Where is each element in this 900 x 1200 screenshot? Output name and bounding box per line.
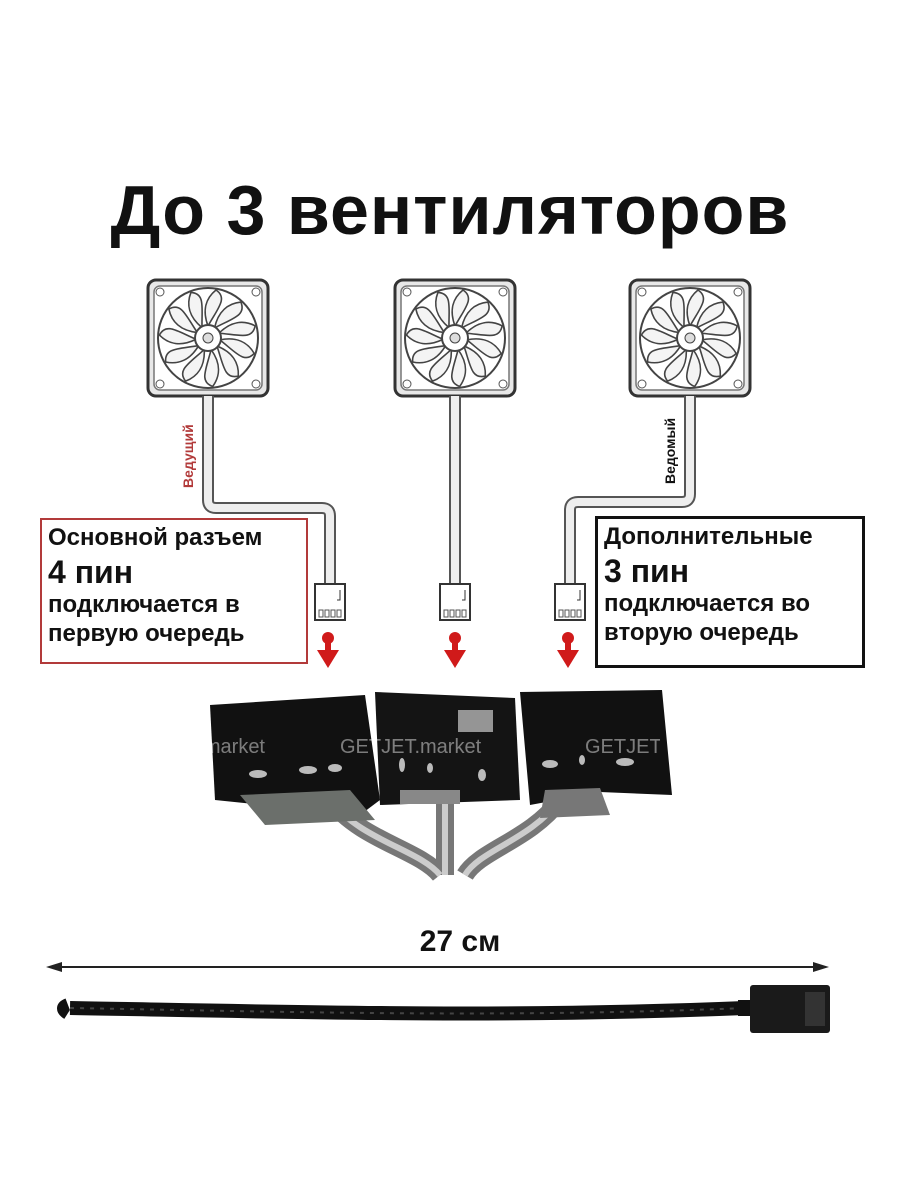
fan-cables (202, 396, 696, 586)
watermark: GETJET.market (585, 736, 660, 758)
note-text: первую очередь (48, 619, 245, 647)
cable-length-label: 27 см (419, 925, 501, 958)
arrow-down-icon (557, 632, 579, 668)
fan-icon-master (146, 278, 270, 398)
primary-connector-note: Основной разъем 4 пин подключается в пер… (40, 518, 308, 664)
note-heading: Основной разъем (48, 524, 263, 551)
watermark: GETJET.market (340, 736, 482, 758)
note-heading: Дополнительные (604, 523, 813, 550)
arrow-down-icon (444, 632, 466, 668)
note-text: подключается в (48, 591, 240, 619)
connector-icon-4pin (314, 583, 346, 621)
note-pin-count: 4 пин (48, 553, 134, 590)
watermark: GETJET.market (205, 736, 265, 758)
connector-icon-middle (439, 583, 471, 621)
master-fan-label: Ведущий (180, 424, 196, 488)
secondary-connector-note: Дополнительные 3 пин подключается во вто… (595, 516, 865, 668)
note-text: подключается во (604, 590, 811, 618)
connector-icon-3pin (554, 583, 586, 621)
fan-icon-middle (393, 278, 517, 398)
note-pin-count: 3 пин (604, 552, 690, 589)
splitter-connectors-photo (210, 690, 672, 882)
slave-fan-label: Ведомый (662, 417, 678, 484)
extension-cable-photo (57, 985, 830, 1033)
dimension-line (46, 962, 829, 972)
page-title: До 3 вентиляторов (110, 171, 790, 249)
note-text: вторую очередь (604, 618, 799, 646)
fan-icon-slave (628, 278, 752, 398)
arrow-down-icon (317, 632, 339, 668)
